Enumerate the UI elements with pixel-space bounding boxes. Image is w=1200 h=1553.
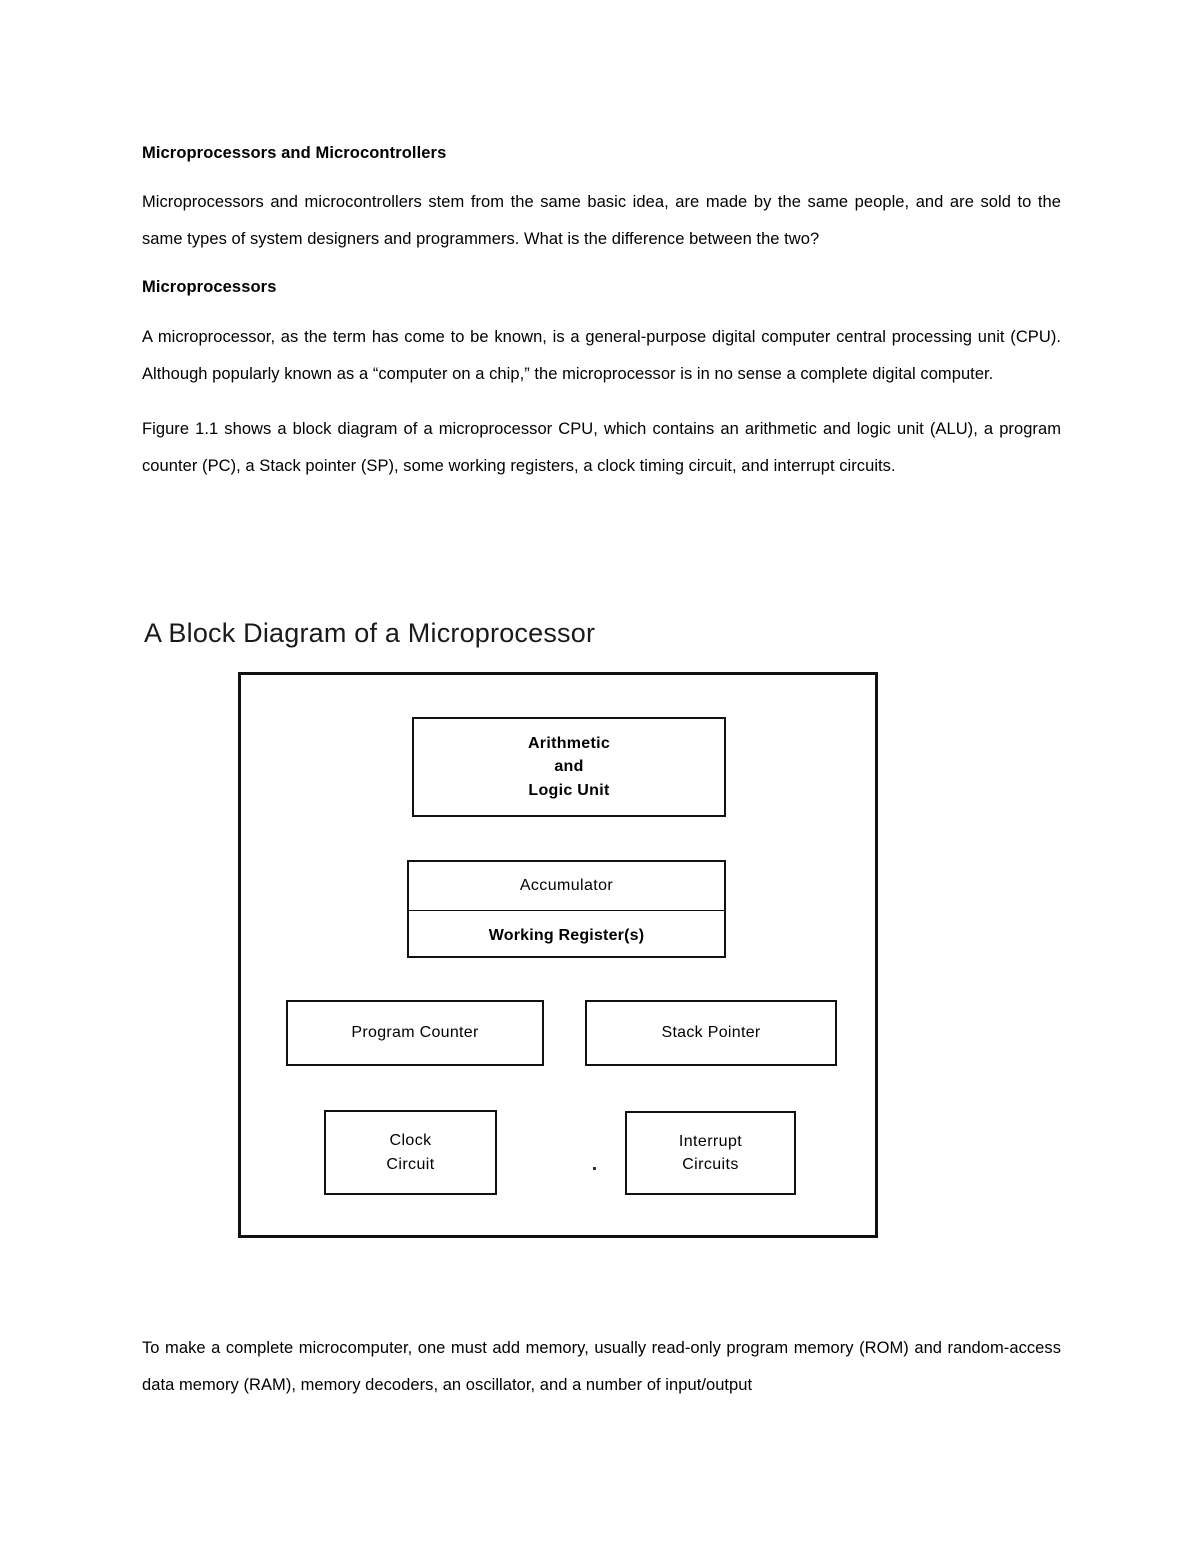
block-arithmetic-logic-unit: Arithmetic and Logic Unit	[412, 717, 726, 817]
block-working-registers: Working Register(s)	[488, 926, 645, 944]
alu-label-line1: Arithmetic	[527, 735, 611, 753]
document-body-continued: To make a complete microcomputer, one mu…	[142, 1330, 1061, 1404]
figure-title: A Block Diagram of a Microprocessor	[144, 618, 596, 648]
alu-label-line2: and	[554, 758, 584, 776]
closing-paragraph: To make a complete microcomputer, one mu…	[142, 1339, 1061, 1394]
clock-label-line2: Circuit	[386, 1155, 435, 1173]
block-program-counter: Program Counter	[286, 1000, 544, 1066]
section-heading-microprocessors-and-microcontrollers: Microprocessors and Microcontrollers	[142, 144, 447, 162]
intro-paragraph: Microprocessors and microcontrollers ste…	[142, 193, 1061, 249]
block-stack-pointer: Stack Pointer	[585, 1000, 837, 1066]
paragraph-microprocessor-definition: A microprocessor, as the term has come t…	[142, 327, 1061, 383]
figure-block-diagram: A Block Diagram of a Microprocessor Arit…	[142, 608, 1062, 1258]
scan-artifact-dot	[593, 1167, 596, 1170]
interrupt-label-line1: Interrupt	[678, 1132, 743, 1150]
microprocessor-cpu-boundary: Arithmetic and Logic Unit Accumulator Wo…	[238, 672, 878, 1238]
block-register-group: Accumulator Working Register(s)	[407, 860, 726, 958]
alu-label-line3: Logic Unit	[528, 781, 610, 799]
document-body: Microprocessors and Microcontrollers Mic…	[142, 142, 1061, 485]
interrupt-label-line2: Circuits	[682, 1156, 739, 1173]
block-interrupt-circuits: Interrupt Circuits	[625, 1111, 796, 1195]
clock-label-line1: Clock	[389, 1132, 432, 1150]
block-accumulator: Accumulator	[409, 862, 724, 911]
block-clock-circuit: Clock Circuit	[324, 1110, 497, 1195]
section-heading-microprocessors: Microprocessors	[142, 278, 277, 297]
paragraph-figure-reference: Figure 1.1 shows a block diagram of a mi…	[142, 419, 1061, 475]
